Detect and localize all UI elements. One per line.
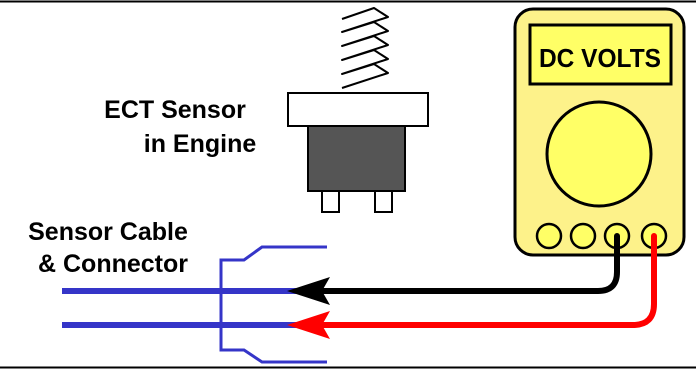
cable-label-line2: & Connector [38, 250, 188, 278]
sensor-label-line1: ECT Sensor [104, 96, 246, 124]
ect-sensor [287, 7, 429, 213]
sensor-label-line2: in Engine [144, 130, 257, 158]
meter-dial [545, 100, 653, 208]
meter-jack-2 [569, 222, 597, 250]
sensor-thread [341, 7, 389, 89]
meter-display-panel [528, 23, 673, 86]
sensor-pin-left [321, 190, 340, 213]
multimeter: DC VOLTS [513, 7, 686, 257]
probe-tip-positive-arrow [287, 311, 330, 339]
meter-jack-1 [535, 222, 563, 250]
probe-lead-positive [320, 236, 657, 328]
connector-outline [219, 245, 327, 364]
probe-plug-positive [651, 233, 657, 239]
cable-label-line1: Sensor Cable [28, 218, 188, 246]
sensor-pin-right [374, 190, 393, 213]
sensor-hex-nut [287, 92, 429, 127]
probe-lead-negative [320, 236, 620, 294]
sensor-body [307, 125, 406, 192]
meter-display-text: DC VOLTS [539, 43, 661, 73]
probe-tip-negative-arrow [287, 277, 330, 305]
probe-plug-negative [614, 233, 620, 239]
